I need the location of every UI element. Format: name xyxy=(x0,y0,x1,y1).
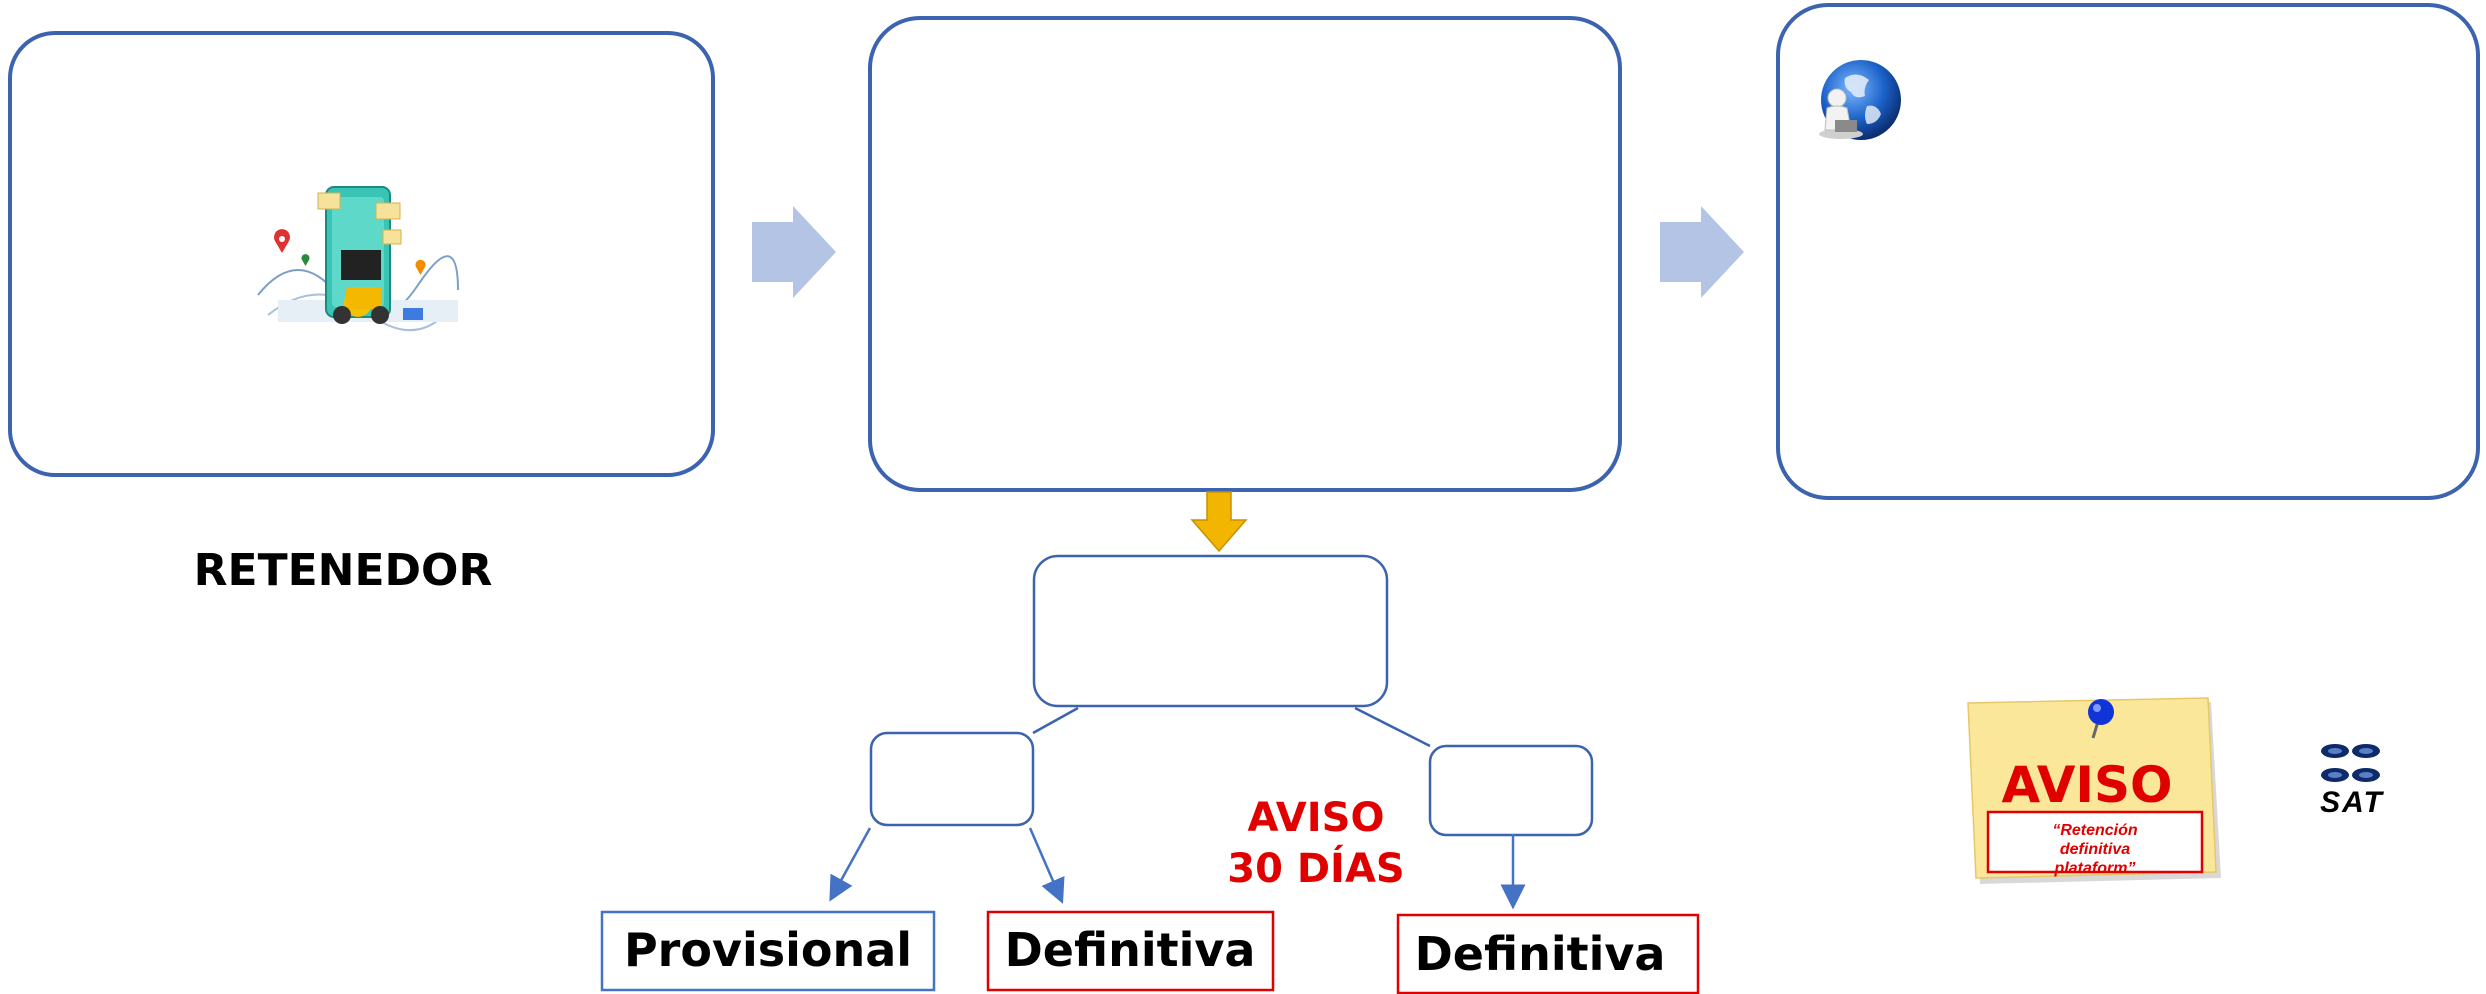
aviso-30-line1: AVISO xyxy=(1248,795,1385,841)
definitiva-left-box xyxy=(986,910,1275,992)
connector-left xyxy=(1032,706,1079,735)
definitiva-left-label: Definitiva xyxy=(1005,923,1256,977)
pushpin-icon xyxy=(2088,699,2114,739)
retenedor-label: RETENEDOR xyxy=(194,545,493,596)
connector-right xyxy=(1354,706,1431,748)
sub-box-right xyxy=(1428,744,1594,837)
arrow-right-1 xyxy=(752,206,836,298)
arrow-to-definitiva-left xyxy=(1028,827,1065,904)
aviso-note-text-1: “Retención xyxy=(2052,822,2138,839)
definitiva-right-box xyxy=(1396,913,1700,994)
aviso-30-line2: 30 DÍAS xyxy=(1227,844,1404,892)
middle-box xyxy=(868,16,1622,492)
aviso-note: AVISO “Retención definitiva plataform” xyxy=(1967,697,2221,884)
aviso-note-text-3: plataform” xyxy=(2054,860,2136,877)
aviso-note-text-2: definitiva xyxy=(2060,841,2130,858)
delivery-app-illustration xyxy=(257,186,459,332)
right-box xyxy=(1776,3,2480,500)
provisional-box xyxy=(600,910,936,992)
arrow-to-provisional xyxy=(829,827,872,902)
globe-person-icon xyxy=(1819,60,1901,140)
aviso-note-title: AVISO xyxy=(2001,756,2172,814)
arrow-down xyxy=(1190,491,1248,553)
sub-box-left xyxy=(869,731,1035,827)
provisional-label: Provisional xyxy=(624,923,912,977)
definitiva-right-label: Definitiva xyxy=(1415,927,1666,981)
sub-box-center xyxy=(1032,554,1389,708)
aviso-note-inner-box xyxy=(1986,810,2204,874)
sat-logo: SAT xyxy=(2320,744,2384,819)
arrow-right-2 xyxy=(1660,206,1744,298)
sat-logo-text: SAT xyxy=(2320,786,2384,819)
